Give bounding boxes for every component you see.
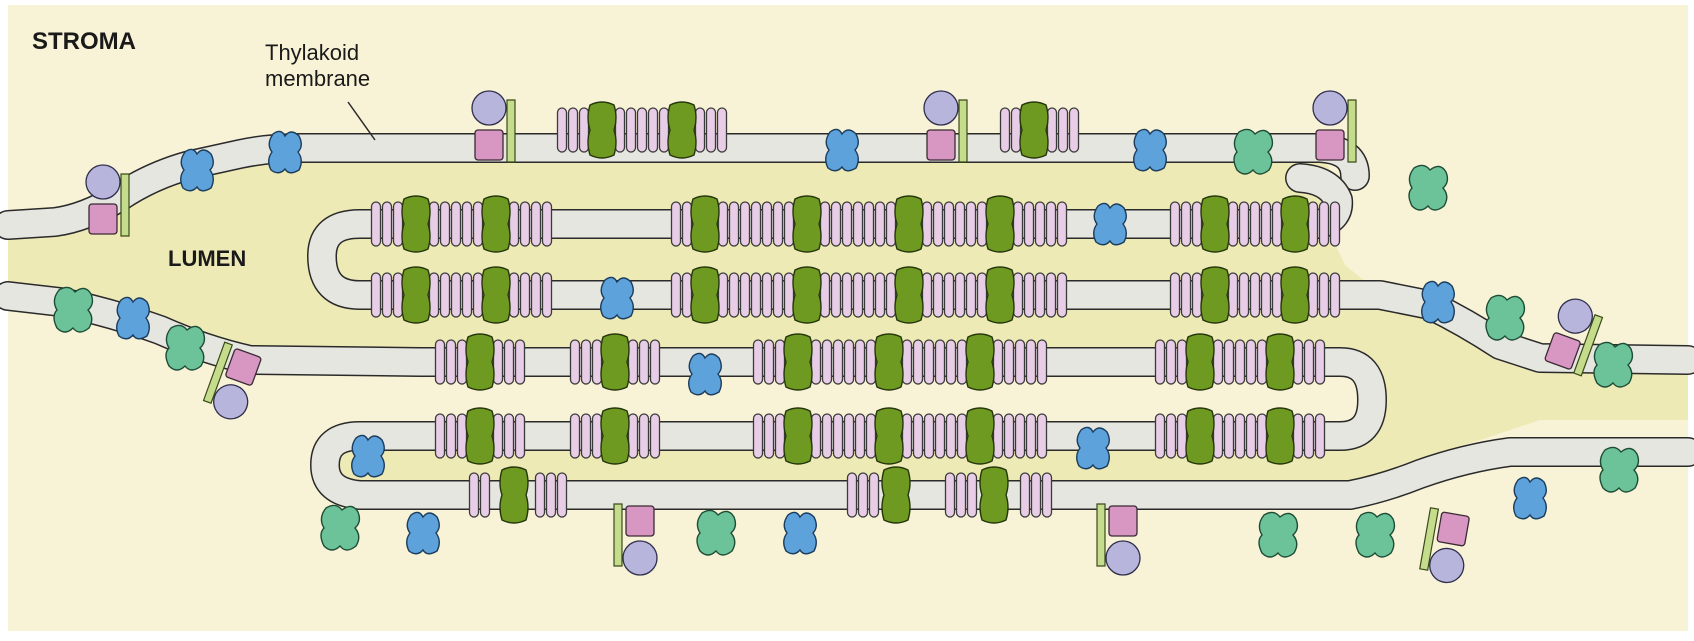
thylakoid-membrane-label: Thylakoid membrane	[265, 40, 370, 92]
lumen-label: LUMEN	[168, 246, 247, 271]
stroma-label: STROMA	[32, 28, 136, 55]
label-pointer-line	[347, 101, 376, 141]
thylakoid-label-line2: membrane	[265, 66, 371, 91]
thylakoid-label-line1: Thylakoid	[265, 40, 360, 65]
